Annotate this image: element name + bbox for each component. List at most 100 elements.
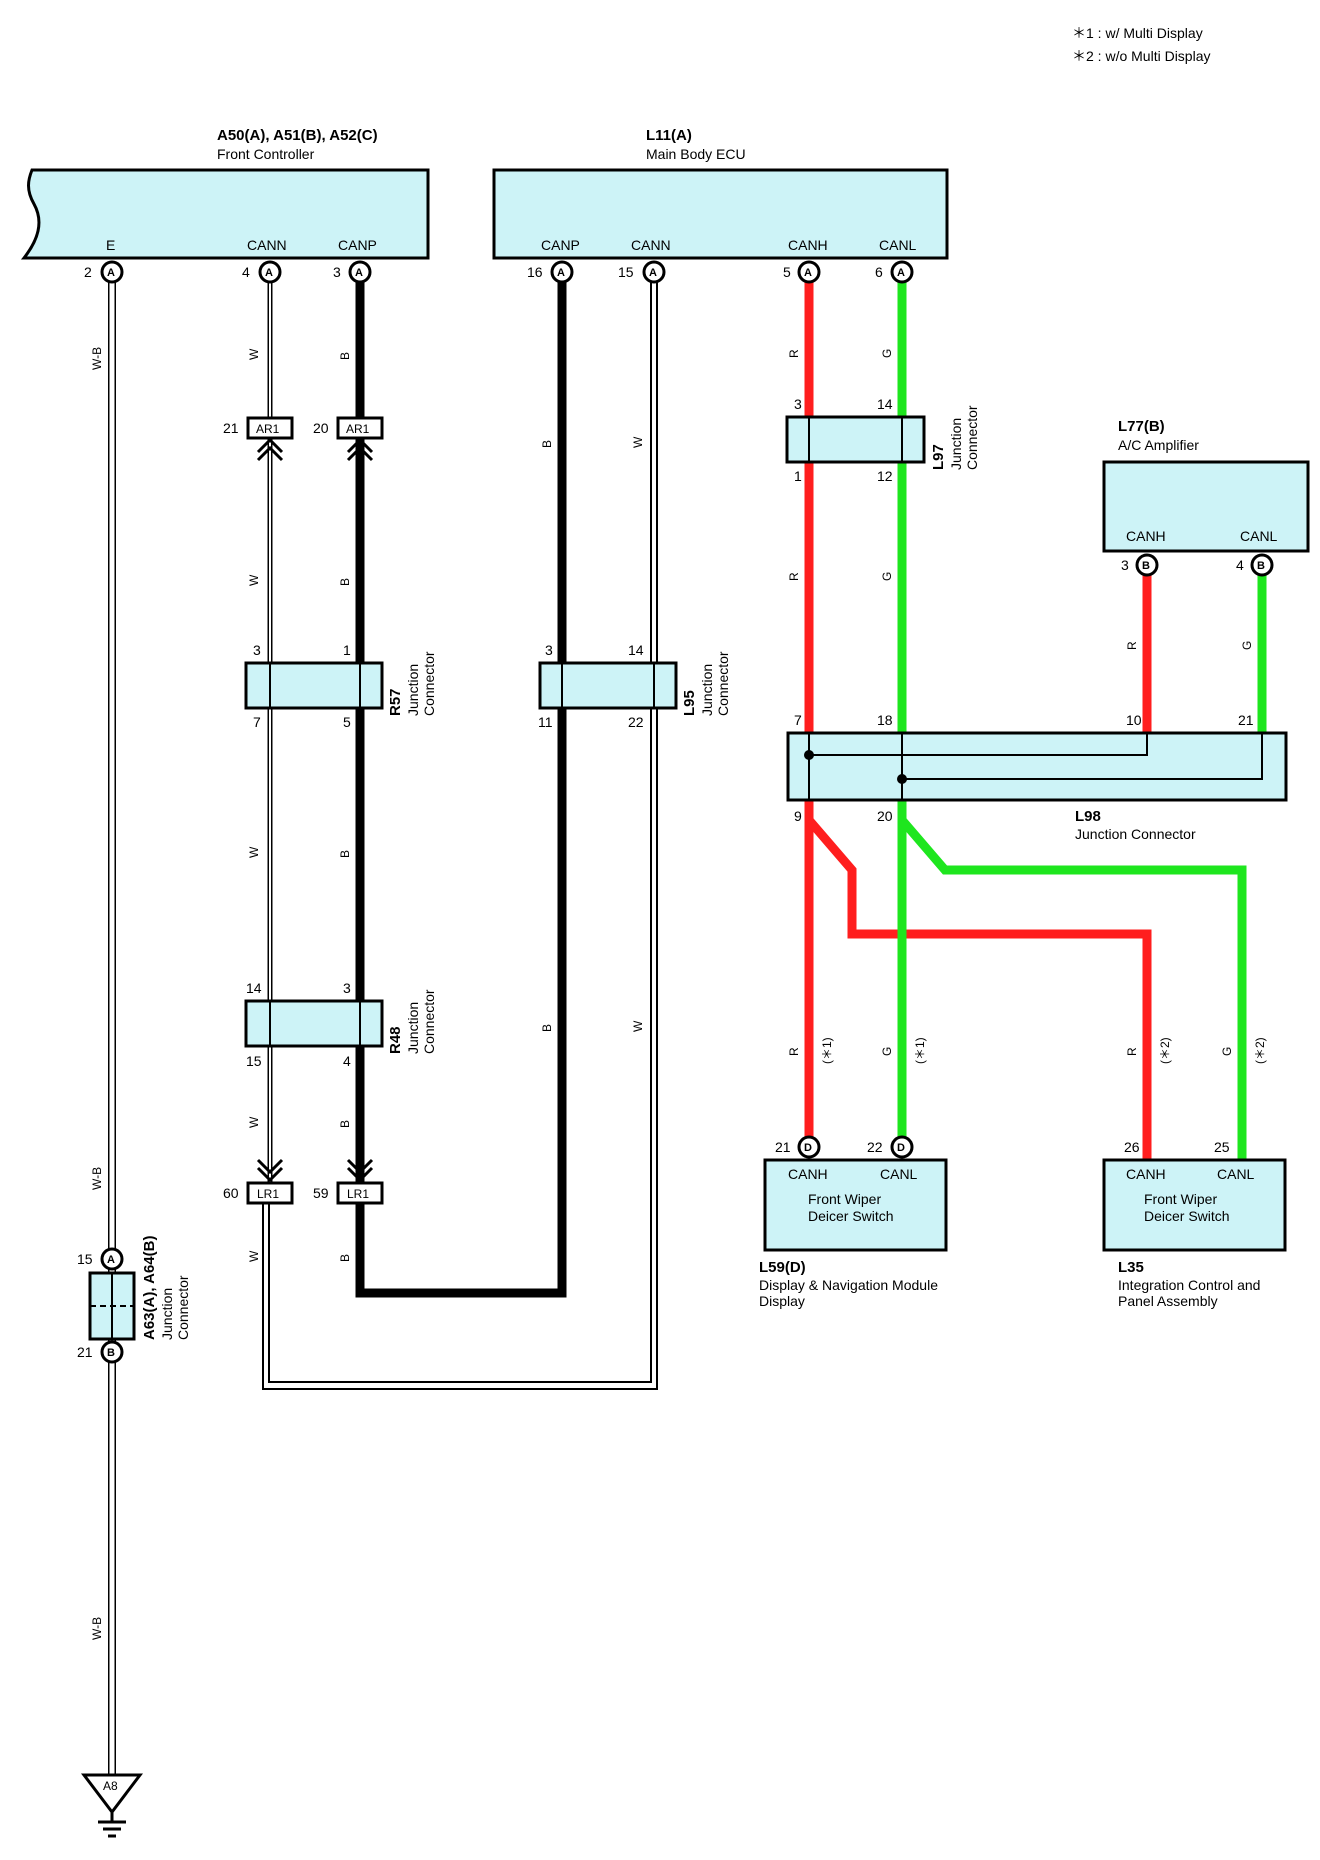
svg-text:12: 12 <box>877 468 893 484</box>
svg-text:5: 5 <box>343 714 351 730</box>
fc-code: A50(A), A51(B), A52(C) <box>217 127 378 144</box>
l98-name: Junction Connector <box>1075 826 1196 842</box>
svg-text:A: A <box>355 267 363 279</box>
wire-label-b-5: B <box>338 1254 352 1262</box>
svg-text:A: A <box>897 267 905 279</box>
wire-note-g-5: (＊2) <box>1253 1037 1267 1064</box>
svg-text:9: 9 <box>794 808 802 824</box>
wire-label-b-3: B <box>338 850 352 858</box>
svg-text:21: 21 <box>775 1139 791 1155</box>
wire-label-g-4: G <box>880 1047 894 1056</box>
dn-pin-canh: CANH <box>788 1166 828 1182</box>
r57-code: R57 <box>387 688 404 716</box>
svg-text:AR1: AR1 <box>256 422 280 436</box>
svg-text:20: 20 <box>877 808 893 824</box>
svg-text:3: 3 <box>1121 557 1129 573</box>
dn-name-2: Display <box>759 1293 805 1309</box>
wire-label-r-5: R <box>1125 1047 1139 1056</box>
a63-code: A63(A), A64(B) <box>141 1236 158 1340</box>
r57-l1: Junction <box>405 664 421 716</box>
svg-text:21: 21 <box>77 1344 93 1360</box>
junction-r57: 3 1 7 5 <box>244 642 384 730</box>
svg-text:4: 4 <box>242 264 250 280</box>
svg-text:A: A <box>107 267 115 279</box>
svg-text:15: 15 <box>246 1053 262 1069</box>
svg-text:4: 4 <box>1236 557 1244 573</box>
svg-text:11: 11 <box>538 714 553 730</box>
pin-ecu-canp: A 16 <box>527 260 574 284</box>
svg-text:10: 10 <box>1126 712 1142 728</box>
dn-inner-1: Front Wiper <box>808 1191 881 1207</box>
wire-label-g-3: G <box>1240 641 1254 650</box>
svg-text:21: 21 <box>223 420 239 436</box>
r57-l2: Connector <box>421 651 437 716</box>
wire-label-wb-2: W-B <box>90 1167 104 1190</box>
note-2: ＊2 : w/o Multi Display <box>1072 48 1210 64</box>
ip-pin-num-canl: 25 <box>1214 1139 1230 1155</box>
ip-inner-1: Front Wiper <box>1144 1191 1217 1207</box>
svg-text:16: 16 <box>527 264 543 280</box>
svg-text:B: B <box>1142 560 1150 572</box>
svg-text:A: A <box>265 267 273 279</box>
svg-text:B: B <box>1257 560 1265 572</box>
wire-r-canh-ip <box>805 817 1152 1160</box>
wire-label-b-1: B <box>338 352 352 360</box>
wire-label-w-1: W <box>247 348 261 360</box>
svg-text:6: 6 <box>875 264 883 280</box>
wire-label-b-2: B <box>338 578 352 586</box>
a63-l1: Junction <box>159 1288 175 1340</box>
svg-text:LR1: LR1 <box>347 1187 369 1201</box>
svg-text:3: 3 <box>333 264 341 280</box>
connector-ar1-w: AR1 21 <box>223 416 294 462</box>
l97-code: L97 <box>930 444 947 470</box>
connector-lr1-w: LR1 60 <box>223 1158 294 1205</box>
wire-label-r-1: R <box>787 349 801 358</box>
svg-text:A8: A8 <box>103 1779 118 1793</box>
wire-label-w-4: W <box>247 1116 261 1128</box>
wire-label-g-5: G <box>1220 1047 1234 1056</box>
main-body-ecu-box <box>492 168 949 260</box>
junction-a63-a64: A 15 B 21 <box>77 1247 136 1364</box>
fc-pin-e: E <box>106 237 115 253</box>
svg-text:15: 15 <box>77 1251 93 1267</box>
l95-l2: Connector <box>715 651 731 716</box>
wire-b-canp <box>355 272 567 1298</box>
svg-text:3: 3 <box>343 980 351 996</box>
svg-text:2: 2 <box>84 264 92 280</box>
ac-amplifier-box <box>1102 460 1310 553</box>
dn-pin-canl: CANL <box>880 1166 918 1182</box>
l98-code: L98 <box>1075 808 1101 825</box>
pin-dn-canl: D 22 <box>867 1135 914 1159</box>
pin-fc-e: A 2 <box>84 260 124 284</box>
wire-label-g-2: G <box>880 572 894 581</box>
display-nav-box <box>763 1158 948 1252</box>
wire-label-b-4: B <box>338 1120 352 1128</box>
ip-name-2: Panel Assembly <box>1118 1293 1218 1309</box>
svg-text:18: 18 <box>877 712 893 728</box>
dn-code: L59(D) <box>759 1259 806 1276</box>
svg-text:21: 21 <box>1238 712 1254 728</box>
svg-text:59: 59 <box>313 1185 329 1201</box>
l95-code: L95 <box>681 690 698 716</box>
svg-text:4: 4 <box>343 1053 351 1069</box>
ecu-pin-canl: CANL <box>879 237 917 253</box>
wire-label-w-3: W <box>247 846 261 858</box>
svg-text:14: 14 <box>246 980 262 996</box>
svg-text:1: 1 <box>794 468 802 484</box>
wire-label-g-1: G <box>880 349 894 358</box>
svg-text:3: 3 <box>794 396 802 412</box>
wire-note-g-4: (＊1) <box>913 1037 927 1064</box>
wire-g-canl-ip <box>898 817 1247 1160</box>
svg-text:20: 20 <box>313 420 329 436</box>
pin-ecu-canl: A 6 <box>875 260 914 284</box>
ip-name-1: Integration Control and <box>1118 1277 1260 1293</box>
svg-text:3: 3 <box>545 642 553 658</box>
svg-text:B: B <box>107 1347 115 1359</box>
junction-l98: 7 18 10 21 9 20 <box>786 712 1288 824</box>
ip-inner-2: Deicer Switch <box>1144 1208 1230 1224</box>
pin-ac-canh: B 3 <box>1121 553 1159 577</box>
r48-l1: Junction <box>405 1002 421 1054</box>
svg-text:AR1: AR1 <box>346 422 370 436</box>
junction-l97: 3 14 1 12 <box>785 396 926 484</box>
